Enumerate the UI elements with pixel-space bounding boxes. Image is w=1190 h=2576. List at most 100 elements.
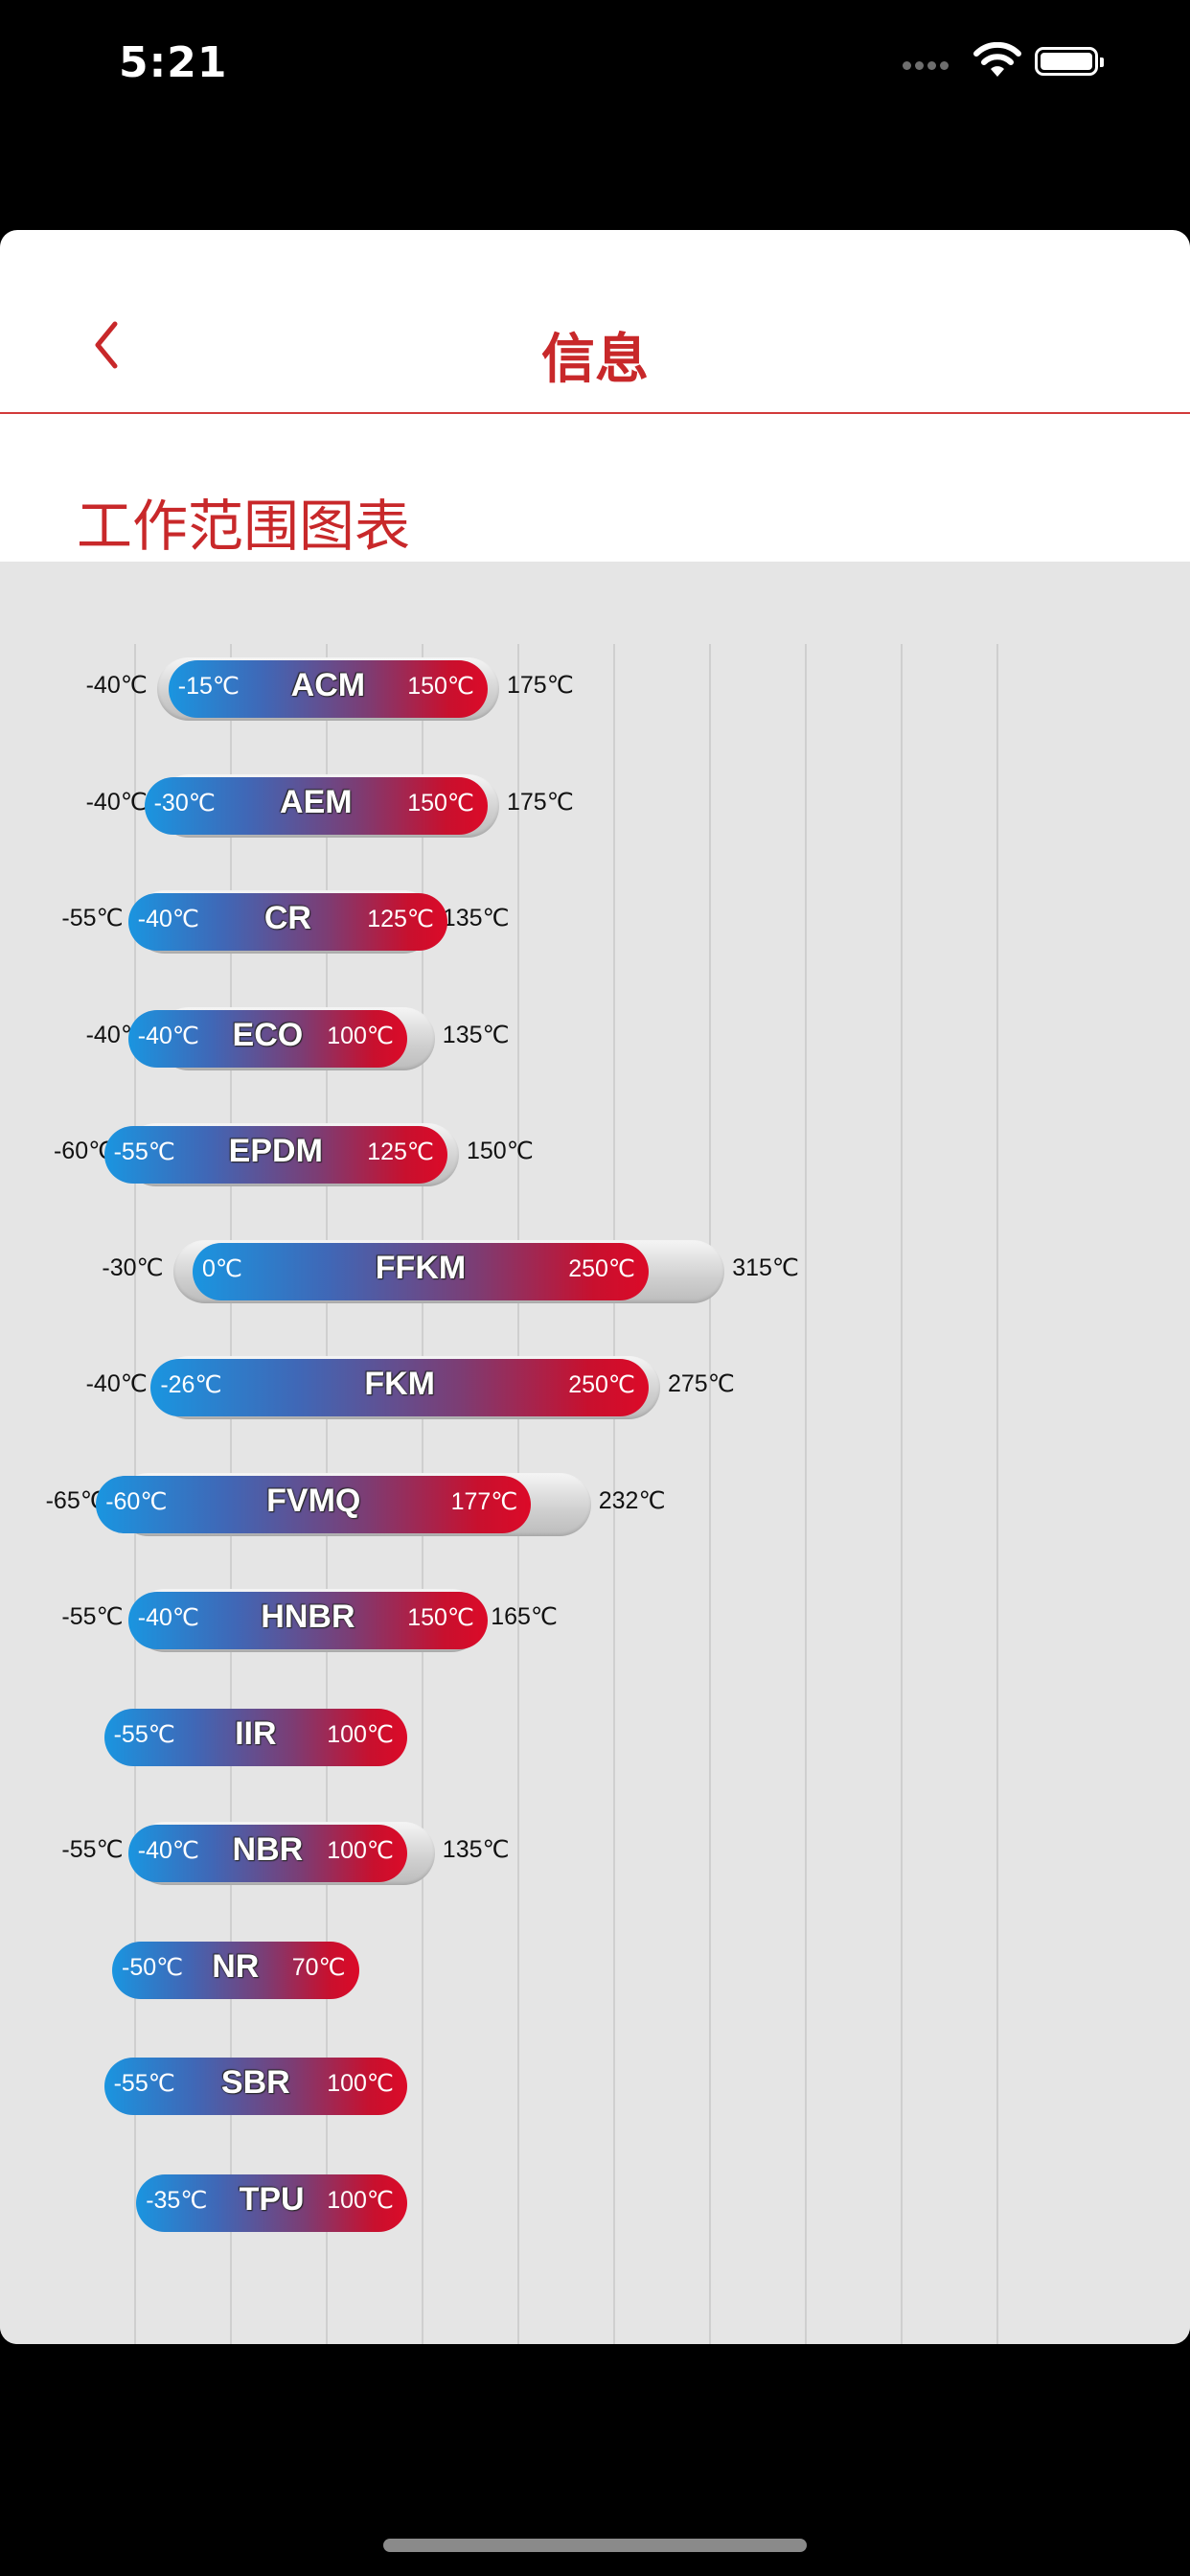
nav-bar: 信息: [0, 230, 1190, 414]
status-time: 5:21: [119, 38, 228, 87]
working-low-label: -40℃: [137, 1023, 200, 1049]
extended-low-label: -55℃: [61, 1603, 124, 1630]
material-row-iir: -55℃ 100℃ IIR: [0, 1706, 1190, 1769]
extended-high-label: 150℃: [467, 1138, 534, 1164]
extended-high-label: 232℃: [598, 1487, 666, 1514]
material-row-aem: -40℃ 175℃ -30℃ 150℃ AEM: [0, 774, 1190, 838]
wifi-icon: [973, 42, 1021, 77]
working-high-label: 100℃: [327, 2070, 394, 2097]
back-button[interactable]: [86, 316, 153, 402]
extended-high-label: 175℃: [507, 672, 574, 699]
working-range-bar: [144, 777, 488, 835]
extended-low-label: -40℃: [85, 1370, 148, 1397]
working-range-bar: [127, 1592, 488, 1649]
working-high-label: 150℃: [407, 790, 474, 816]
working-range-bar: [103, 1126, 447, 1184]
material-name: IIR: [235, 1715, 277, 1752]
extended-low-label: -55℃: [61, 1836, 124, 1863]
working-high-label: 100℃: [327, 1023, 394, 1049]
working-high-label: 150℃: [407, 673, 474, 700]
working-low-label: -55℃: [113, 1721, 175, 1748]
material-name: NR: [212, 1948, 260, 1985]
working-range-bar: [112, 1942, 359, 1999]
material-name: ECO: [232, 1017, 304, 1053]
material-name: FFKM: [375, 1250, 467, 1286]
working-high-label: 70℃: [291, 1954, 346, 1981]
working-high-label: 100℃: [327, 2187, 394, 2214]
extended-high-label: 275℃: [668, 1370, 735, 1397]
material-name: FVMQ: [266, 1483, 361, 1519]
working-high-label: 125℃: [367, 1138, 434, 1165]
working-high-label: 100℃: [327, 1837, 394, 1864]
working-low-label: -40℃: [137, 906, 200, 932]
working-high-label: 250℃: [568, 1371, 635, 1398]
working-low-label: -50℃: [122, 1954, 184, 1981]
material-name: TPU: [239, 2181, 305, 2218]
working-range-bar: [103, 2058, 407, 2115]
working-low-label: -55℃: [113, 1138, 175, 1165]
cellular-signal-icon: [903, 58, 952, 75]
section-header: 工作范围图表: [0, 414, 1190, 792]
working-low-label: -55℃: [113, 2070, 175, 2097]
working-range-bar: [150, 1359, 649, 1416]
working-low-label: -35℃: [146, 2187, 208, 2214]
material-row-cr: -55℃ 135℃ -40℃ 125℃ CR: [0, 890, 1190, 954]
extended-high-label: 135℃: [442, 1022, 510, 1048]
working-low-label: -26℃: [160, 1371, 222, 1398]
grid-line: [996, 644, 998, 2344]
home-indicator[interactable]: [383, 2539, 807, 2552]
working-range-bar: [103, 1709, 407, 1766]
material-row-nr: -50℃ 70℃ NR: [0, 1939, 1190, 2002]
status-icons: [903, 42, 1133, 80]
working-low-label: -30℃: [153, 790, 216, 816]
material-name: NBR: [232, 1831, 304, 1868]
status-bar: 5:21: [0, 0, 1190, 134]
grid-line: [901, 644, 903, 2344]
extended-low-label: -40℃: [85, 672, 148, 699]
extended-low-label: -40℃: [85, 789, 148, 816]
chevron-left-icon: [95, 321, 118, 369]
extended-low-label: -55℃: [61, 905, 124, 932]
battery-icon: [1035, 47, 1104, 76]
working-low-label: -60℃: [105, 1488, 168, 1515]
material-name: SBR: [220, 2064, 290, 2101]
section-title: 工作范围图表: [77, 494, 411, 559]
working-range-bar: [168, 660, 488, 718]
material-name: AEM: [280, 784, 353, 820]
working-high-label: 177℃: [450, 1488, 518, 1515]
extended-high-label: 175℃: [507, 789, 574, 816]
working-low-label: -40℃: [137, 1604, 200, 1631]
page-title: 信息: [541, 329, 649, 391]
working-low-label: 0℃: [202, 1255, 242, 1282]
grid-line: [613, 644, 615, 2344]
material-name: HNBR: [261, 1598, 355, 1635]
working-range-bar: [127, 893, 447, 951]
material-row-sbr: -55℃ 100℃ SBR: [0, 2055, 1190, 2118]
working-range-bar: [193, 1243, 649, 1300]
grid-line: [805, 644, 807, 2344]
grid-line: [709, 644, 711, 2344]
working-range-bar: [127, 1010, 407, 1068]
material-row-tpu: -35℃ 100℃ TPU: [0, 2172, 1190, 2235]
extended-high-label: 165℃: [491, 1603, 558, 1630]
material-name: CR: [263, 900, 311, 936]
material-row-nbr: -55℃ 135℃ -40℃ 100℃ NBR: [0, 1822, 1190, 1885]
working-low-label: -40℃: [137, 1837, 200, 1864]
extended-low-label: -30℃: [102, 1254, 164, 1281]
extended-high-label: 315℃: [732, 1254, 799, 1281]
working-range-bar: [127, 1825, 407, 1882]
working-high-label: 125℃: [367, 906, 434, 932]
material-name: EPDM: [228, 1133, 323, 1169]
working-range-bar: [136, 2174, 407, 2232]
extended-high-label: 135℃: [442, 1836, 510, 1863]
working-high-label: 100℃: [327, 1721, 394, 1748]
extended-high-label: 135℃: [442, 905, 510, 932]
